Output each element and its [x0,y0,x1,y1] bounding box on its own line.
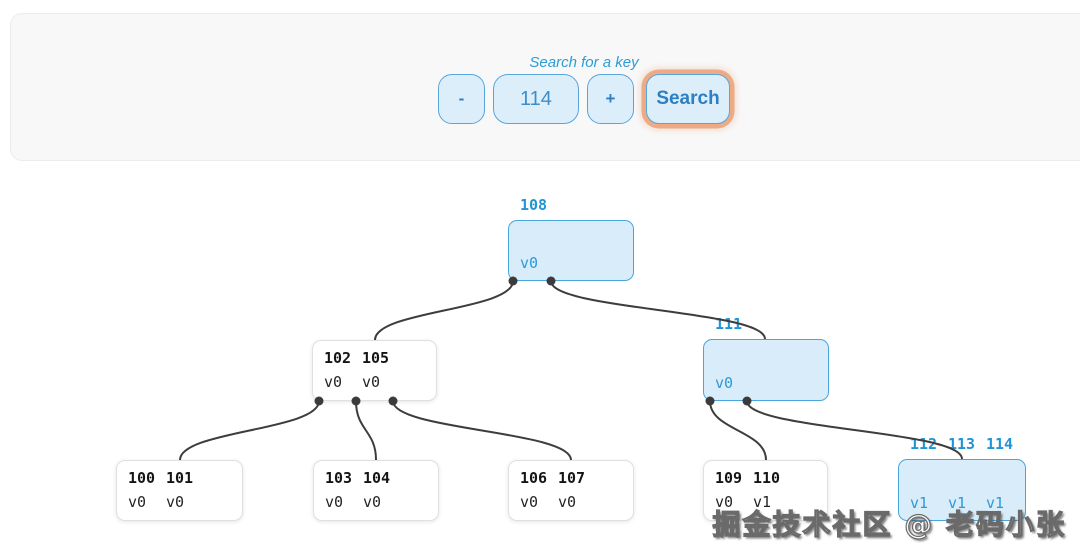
tree-edge [392,400,572,461]
increment-button[interactable]: + [587,74,634,124]
node-key: 105 [362,349,390,367]
node-value: v0 [520,493,539,511]
node-key: 111 [715,315,743,333]
node-111: 111 v0 [703,316,829,401]
node-key: 110 [753,469,781,487]
node-key: 101 [166,469,194,487]
node-key: 113 [948,435,976,453]
node-value: v1 [753,493,772,511]
decrement-button[interactable]: - [438,74,485,124]
tree-edge [374,280,514,341]
node-value: v0 [325,493,344,511]
node-value: v0 [715,493,734,511]
node-key: 104 [363,469,391,487]
key-input[interactable] [493,74,579,124]
node-key: 106 [520,469,548,487]
node-key: 114 [986,435,1014,453]
node-value: v0 [558,493,577,511]
node-106-107: 106 107 v0 v0 [508,460,634,521]
tree-edge [709,400,767,461]
node-value: v0 [363,493,382,511]
node-value: v0 [128,493,147,511]
node-key: 112 [910,435,938,453]
node-109-110: 109 110 v0 v1 [703,460,828,521]
search-button[interactable]: Search [646,74,730,124]
node-key: 102 [324,349,352,367]
node-value: v0 [362,373,381,391]
node-100-101: 100 101 v0 v0 [116,460,243,521]
node-103-104: 103 104 v0 v0 [313,460,439,521]
search-controls: - + Search [438,74,730,124]
node-value: v0 [166,493,185,511]
node-value: v0 [715,374,734,392]
node-key: 109 [715,469,743,487]
search-panel-title: Search for a key [529,54,639,71]
node-value: v0 [520,254,539,272]
tree-edge [179,400,320,461]
node-key: 108 [520,196,548,214]
node-value: v1 [948,494,967,512]
node-key: 100 [128,469,156,487]
node-112-114: 112 113 114 v1 v1 v1 [898,436,1026,521]
node-key: 107 [558,469,586,487]
node-value: v1 [986,494,1005,512]
node-108: 108 v0 [508,197,634,281]
node-value: v1 [910,494,929,512]
node-key: 103 [325,469,353,487]
tree-edge [355,400,377,461]
node-value: v0 [324,373,343,391]
search-panel: Search for a key - + Search [10,13,1080,161]
node-102-105: 102 105 v0 v0 [312,340,437,401]
